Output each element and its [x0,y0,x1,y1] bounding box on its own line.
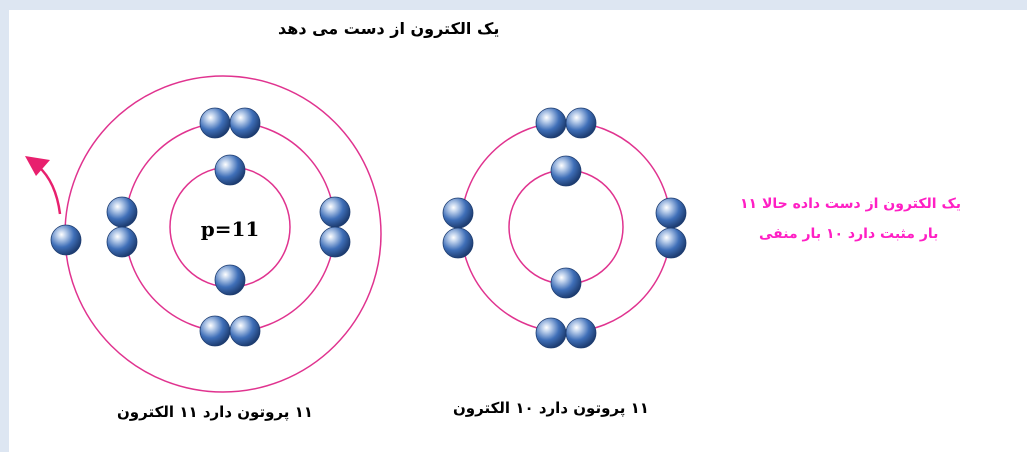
sodium-ion [442,107,687,349]
atom-after-caption: ۱۱ پروتون دارد ۱۰ الکترون [453,399,649,417]
electron [106,196,138,228]
electron [229,107,261,139]
top-caption: یک الکترون از دست می دهد [278,19,500,38]
orbit-shell-2 [460,121,672,333]
side-note-line-2: بار مثبت دارد ۱۰ بار منفی [759,226,939,242]
electron [214,264,246,296]
electron [565,317,597,349]
electron [565,107,597,139]
electron [442,197,474,229]
electron [655,197,687,229]
side-note-line-1: یک الکترون از دست داده حالا ۱۱ [740,196,962,212]
orbit-shell-1 [508,169,624,285]
electron [199,107,231,139]
electron [550,267,582,299]
valence-electron [50,224,82,256]
electron [442,227,474,259]
nucleus-label: p=11 [201,217,260,241]
electron [106,226,138,258]
electron [319,226,351,258]
electron [655,227,687,259]
electron [229,315,261,347]
electron-loss-arrow [37,165,62,215]
electron [535,107,567,139]
electron [319,196,351,228]
arrow-head-icon [25,156,50,176]
electron [199,315,231,347]
electron [535,317,567,349]
electron [214,154,246,186]
atom-before-caption: ۱۱ پروتون دارد ۱۱ الکترون [117,403,313,421]
diagram-panel [9,10,1027,452]
electron [550,155,582,187]
sodium-atom: p=11 [25,75,382,393]
